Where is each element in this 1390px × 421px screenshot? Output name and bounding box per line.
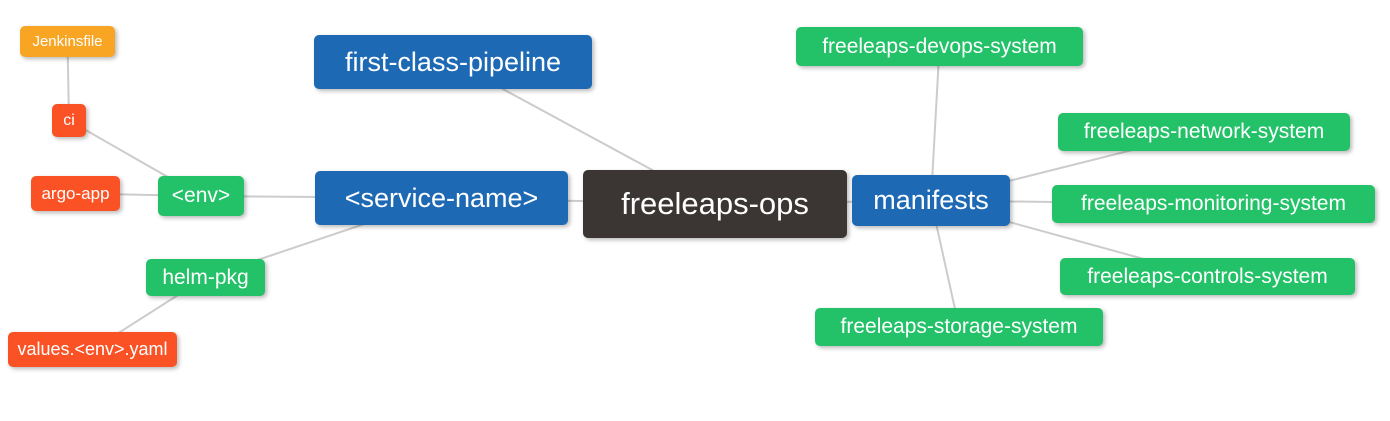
edge-manifests-devops-system — [930, 46, 941, 201]
node-devops-system[interactable]: freeleaps-devops-system — [796, 27, 1083, 66]
node-freeleaps-ops[interactable]: freeleaps-ops — [583, 170, 847, 238]
node-service-name[interactable]: <service-name> — [315, 171, 568, 225]
node-env[interactable]: <env> — [158, 176, 244, 216]
node-manifests[interactable]: manifests — [852, 175, 1010, 226]
node-jenkinsfile[interactable]: Jenkinsfile — [20, 26, 115, 57]
node-values-env-yaml[interactable]: values.<env>.yaml — [8, 332, 177, 367]
node-monitoring-system[interactable]: freeleaps-monitoring-system — [1052, 185, 1375, 223]
node-first-class-pipeline[interactable]: first-class-pipeline — [314, 35, 592, 89]
node-helm-pkg[interactable]: helm-pkg — [146, 259, 265, 296]
node-argo-app[interactable]: argo-app — [31, 176, 120, 211]
node-storage-system[interactable]: freeleaps-storage-system — [815, 308, 1103, 346]
node-network-system[interactable]: freeleaps-network-system — [1058, 113, 1350, 151]
node-ci[interactable]: ci — [52, 104, 86, 137]
node-controls-system[interactable]: freeleaps-controls-system — [1060, 258, 1355, 295]
